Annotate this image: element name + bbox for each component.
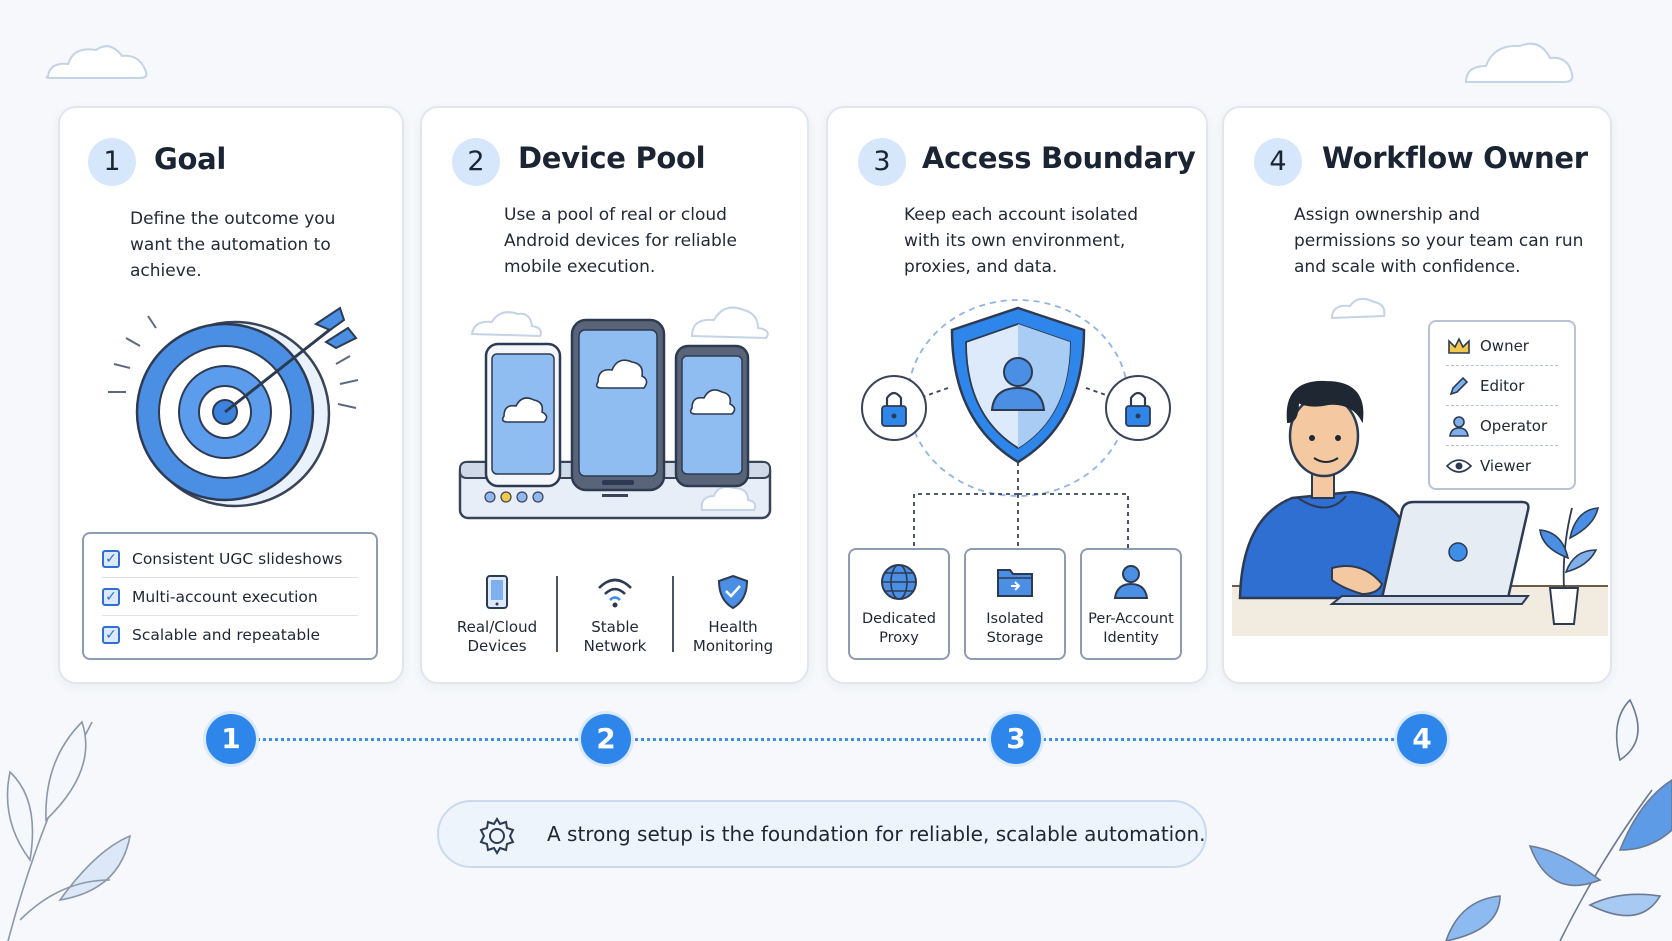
step-title: Device Pool (518, 141, 706, 175)
wifi-icon (598, 578, 632, 608)
step-number: 3 (858, 138, 906, 186)
feature-divider (556, 576, 558, 652)
step-title: Goal (154, 142, 227, 176)
shield-check-icon (717, 574, 749, 610)
step-card-device-pool: 2 Device Pool Use a pool of real or clou… (420, 106, 809, 684)
step-description: Use a pool of real or cloud Android devi… (504, 205, 737, 277)
step-card-access-boundary: 3 Access Boundary Keep each account isol… (826, 106, 1208, 684)
footer-banner: A strong setup is the foundation for rel… (437, 800, 1207, 868)
role-viewer: Viewer (1446, 446, 1558, 485)
checklist-item: ✓Consistent UGC slideshows (102, 540, 358, 578)
feature-real-cloud-devices: Real/Cloud Devices (442, 574, 552, 656)
checkbox-icon: ✓ (102, 587, 120, 606)
tile-dedicated-proxy: Dedicated Proxy (848, 548, 950, 660)
roles-panel: Owner Editor Operator Viewer (1428, 320, 1576, 490)
leaf-decoration-left (6, 720, 132, 941)
step-number: 1 (88, 138, 136, 186)
feature-health-monitoring: Health Monitoring (678, 574, 788, 656)
role-owner: Owner (1446, 326, 1558, 366)
eye-icon (1446, 458, 1472, 473)
feature-stable-network: Stable Network (560, 574, 670, 656)
device-pool-illustration (458, 306, 772, 520)
access-boundary-diagram (861, 299, 1171, 548)
timeline-connector (256, 738, 1426, 741)
step-number: 2 (452, 138, 500, 186)
timeline-step-2: 2 (581, 714, 631, 764)
pencil-icon (1449, 376, 1469, 395)
person-laptop-illustration (1232, 298, 1608, 636)
step-description: Assign ownership and permissions so your… (1294, 205, 1584, 277)
cloud-icon (45, 45, 148, 79)
checklist-item: ✓Multi-account execution (102, 578, 358, 616)
step-description: Keep each account isolated with its own … (904, 205, 1138, 277)
feature-divider (672, 576, 674, 652)
lock-icon (1125, 391, 1151, 427)
step-card-workflow-owner: 4 Workflow Owner Assign ownership and pe… (1222, 106, 1612, 684)
lock-icon (881, 391, 907, 427)
step-title: Workflow Owner (1322, 141, 1588, 175)
step-card-goal: 1 Goal Define the outcome you want the a… (58, 106, 404, 684)
step-description: Define the outcome you want the automati… (130, 209, 336, 281)
role-editor: Editor (1446, 366, 1558, 406)
checkbox-icon: ✓ (102, 549, 120, 568)
role-operator: Operator (1446, 406, 1558, 446)
tile-per-account-identity: Per-Account Identity (1080, 548, 1182, 660)
footer-text: A strong setup is the foundation for rel… (547, 822, 1206, 846)
step-number: 4 (1254, 138, 1302, 186)
folder-icon (997, 569, 1033, 597)
user-icon (1449, 415, 1469, 437)
outcome-checklist: ✓Consistent UGC slideshows ✓Multi-accoun… (82, 532, 378, 660)
target-icon (108, 306, 359, 508)
crown-icon (1448, 336, 1470, 354)
step-title: Access Boundary (922, 141, 1196, 175)
tile-isolated-storage: Isolated Storage (964, 548, 1066, 660)
timeline-step-3: 3 (991, 714, 1041, 764)
checkbox-icon: ✓ (102, 625, 120, 644)
user-icon (1113, 565, 1149, 599)
timeline-step-4: 4 (1397, 714, 1447, 764)
smartphone-icon (486, 575, 508, 609)
timeline-step-1: 1 (206, 714, 256, 764)
globe-icon (881, 564, 917, 600)
leaf-decoration-right (1445, 698, 1672, 941)
gear-icon (479, 817, 515, 855)
checklist-item: ✓Scalable and repeatable (102, 616, 358, 653)
cloud-icon (1464, 42, 1574, 83)
